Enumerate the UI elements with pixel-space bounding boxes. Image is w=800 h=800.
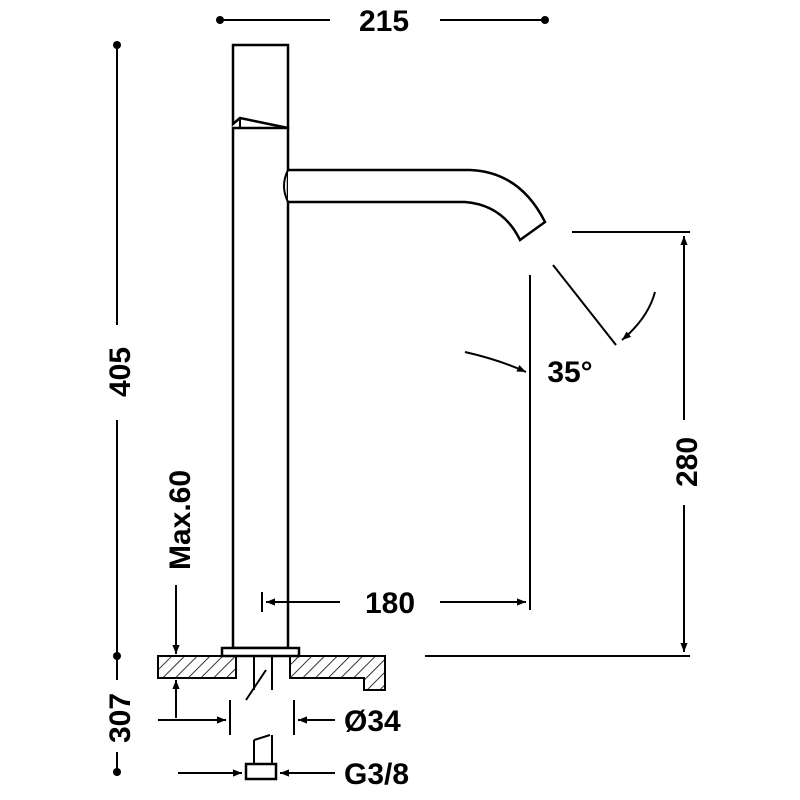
below-deck-dimension: 307 <box>104 656 137 776</box>
hole-diameter-dimension: Ø34 <box>158 700 401 738</box>
countertop <box>157 655 690 691</box>
spout-height-dimension: 280 <box>572 231 704 652</box>
height-dimension: 405 <box>104 41 137 660</box>
height-label: 405 <box>104 347 137 397</box>
connection-dimension: G3/8 <box>178 758 409 791</box>
faucet-handle <box>231 43 290 130</box>
angle-label: 35° <box>547 356 592 389</box>
connection-label: G3/8 <box>344 758 409 791</box>
max-thickness-dimension: Max.60 <box>164 470 197 718</box>
connection-fitting <box>244 762 278 781</box>
hole-diameter-label: Ø34 <box>344 705 401 738</box>
below-deck-label: 307 <box>104 693 137 743</box>
reach-label: 180 <box>365 587 415 620</box>
dim-endpoint <box>113 768 121 776</box>
faucet-spout <box>288 168 547 242</box>
faucet-base <box>220 646 301 658</box>
width-label: 215 <box>359 5 409 38</box>
width-dimension: 215 <box>216 5 549 38</box>
spout-height-label: 280 <box>671 437 704 487</box>
angle-dimension: 35° <box>464 264 656 389</box>
reach-dimension: 180 <box>261 275 531 620</box>
faucet-body <box>220 43 547 658</box>
faucet-column <box>231 126 290 650</box>
max-thickness-label: Max.60 <box>164 470 197 570</box>
supply-connection <box>244 656 278 781</box>
